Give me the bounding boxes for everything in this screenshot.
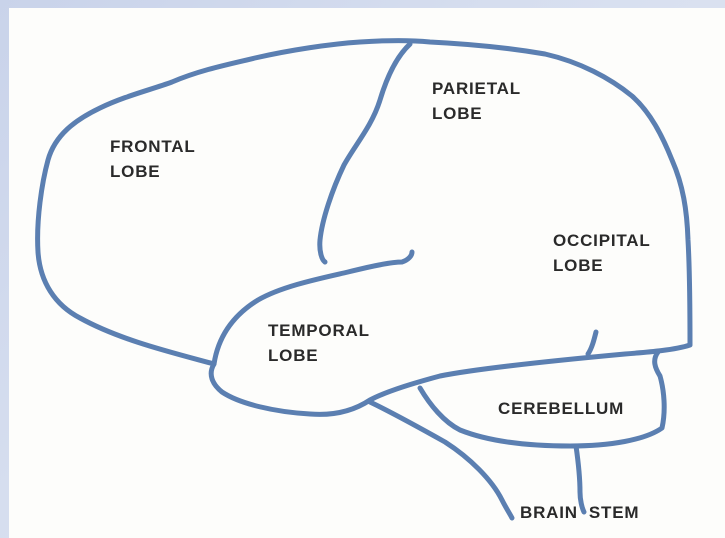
parietal-lobe-label: PARIETAL LOBE bbox=[432, 76, 521, 126]
occipital-lobe-line2: LOBE bbox=[553, 253, 651, 278]
frontal-lobe-label: FRONTAL LOBE bbox=[110, 134, 196, 184]
occipital-notch bbox=[588, 332, 596, 354]
temporal-lobe-line2: LOBE bbox=[268, 343, 370, 368]
central-sulcus bbox=[320, 44, 410, 262]
frontal-lobe-line2: LOBE bbox=[110, 159, 196, 184]
temporal-lobe-label: TEMPORAL LOBE bbox=[268, 318, 370, 368]
cerebellum-label: CEREBELLUM bbox=[498, 396, 624, 421]
parietal-lobe-line2: LOBE bbox=[432, 101, 521, 126]
temporal-lobe-line1: TEMPORAL bbox=[268, 318, 370, 343]
brain-stem-label: BRAIN STEM bbox=[520, 500, 639, 525]
frontal-lobe-line1: FRONTAL bbox=[110, 134, 196, 159]
occipital-lobe-label: OCCIPITAL LOBE bbox=[553, 228, 651, 278]
parietal-lobe-line1: PARIETAL bbox=[432, 76, 521, 101]
occipital-lobe-line1: OCCIPITAL bbox=[553, 228, 651, 253]
